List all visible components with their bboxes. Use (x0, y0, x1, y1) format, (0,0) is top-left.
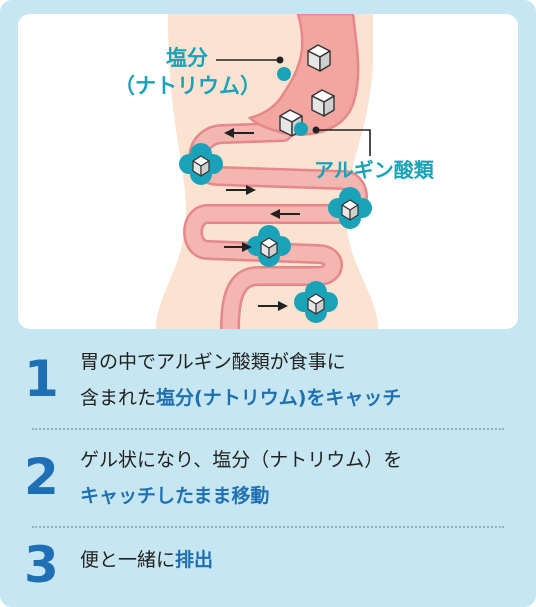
sodium-dot (277, 67, 291, 81)
step-text: ゲル状になり、塩分（ナトリウム）を キャッチしたまま移動 (80, 442, 402, 514)
digestive-illustration (156, 14, 378, 329)
arrow-right-icon (226, 185, 256, 195)
step-line: 胃の中でアルギン酸類が食事に (80, 351, 346, 373)
label-alginate: アルギン酸類 (314, 158, 434, 182)
step-number: 3 (24, 536, 59, 594)
step-2: 2 ゲル状になり、塩分（ナトリウム）を キャッチしたまま移動 (24, 442, 512, 522)
arrow-left-icon (270, 209, 300, 219)
label-salt: 塩分 (166, 46, 208, 70)
gel-cluster (328, 187, 372, 229)
gel-cluster (247, 225, 291, 267)
step-highlight: 塩分(ナトリウム)をキャッチ (156, 387, 402, 409)
salt-cube (307, 44, 331, 72)
step-number: 2 (24, 448, 59, 506)
arrow-left-icon (224, 128, 254, 138)
divider (32, 428, 504, 430)
salt-cube (311, 89, 335, 117)
step-3: 3 便と一緒に排出 (24, 538, 512, 598)
arrow-right-icon (224, 242, 252, 252)
step-line: 含まれた塩分(ナトリウム)をキャッチ (80, 387, 402, 409)
gel-cluster (294, 281, 338, 323)
step-text: 便と一緒に排出 (80, 549, 214, 571)
gel-cluster (179, 143, 223, 185)
step-line: ゲル状になり、塩分（ナトリウム）を (80, 449, 403, 471)
step-text: 胃の中でアルギン酸類が食事に 含まれた塩分(ナトリウム)をキャッチ (80, 344, 401, 416)
step-1: 1 胃の中でアルギン酸類が食事に 含まれた塩分(ナトリウム)をキャッチ (24, 344, 512, 424)
label-sodium: （ナトリウム） (114, 74, 261, 98)
divider (32, 526, 504, 528)
step-highlight: キャッチしたまま移動 (80, 485, 270, 507)
diagram-panel: 塩分 （ナトリウム） アルギン酸類 (18, 14, 518, 329)
alginate-dot (294, 122, 308, 136)
step-number: 1 (24, 350, 59, 408)
step-highlight: 排出 (175, 549, 214, 571)
arrow-right-icon (258, 301, 288, 311)
